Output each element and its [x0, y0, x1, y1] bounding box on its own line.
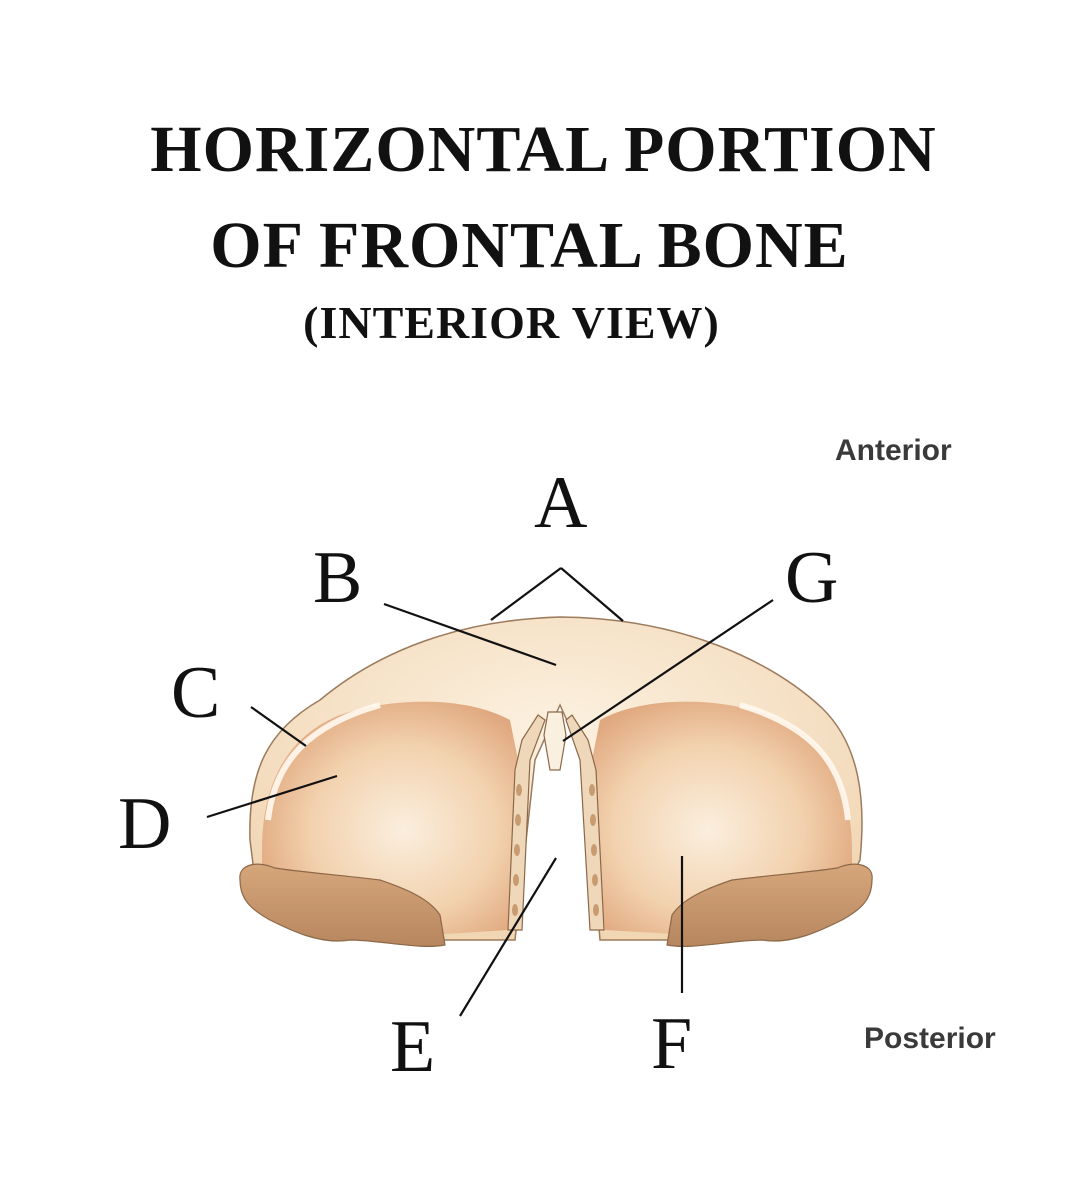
label-f: F [651, 1003, 692, 1085]
cancellous-texture [512, 784, 599, 916]
label-g: G [785, 537, 838, 619]
rim-highlight-right [739, 702, 851, 821]
title-line-2: OF FRONTAL BONE [210, 209, 849, 282]
left-broken-edge [239, 863, 446, 947]
leader-d [206, 774, 338, 819]
leader-g [562, 599, 774, 742]
leader-e [459, 857, 557, 1017]
anterior-label: Anterior [835, 434, 952, 467]
posterior-label: Posterior [864, 1022, 996, 1055]
ethmoidal-notch [528, 770, 582, 930]
title-line-3: (INTERIOR VIEW) [303, 297, 720, 348]
leader-a-right [560, 567, 624, 622]
label-c: C [171, 652, 220, 734]
title-line-1: HORIZONTAL PORTION [150, 113, 937, 186]
label-d: D [118, 783, 171, 865]
rim-highlight [265, 702, 381, 821]
label-e: E [390, 1006, 435, 1088]
label-a: A [534, 462, 587, 544]
nasal-spine [543, 711, 567, 771]
label-b: B [313, 537, 362, 619]
leader-c [250, 706, 307, 747]
right-broken-edge [666, 863, 873, 947]
leader-b [383, 602, 557, 667]
leader-a-left [490, 567, 562, 621]
